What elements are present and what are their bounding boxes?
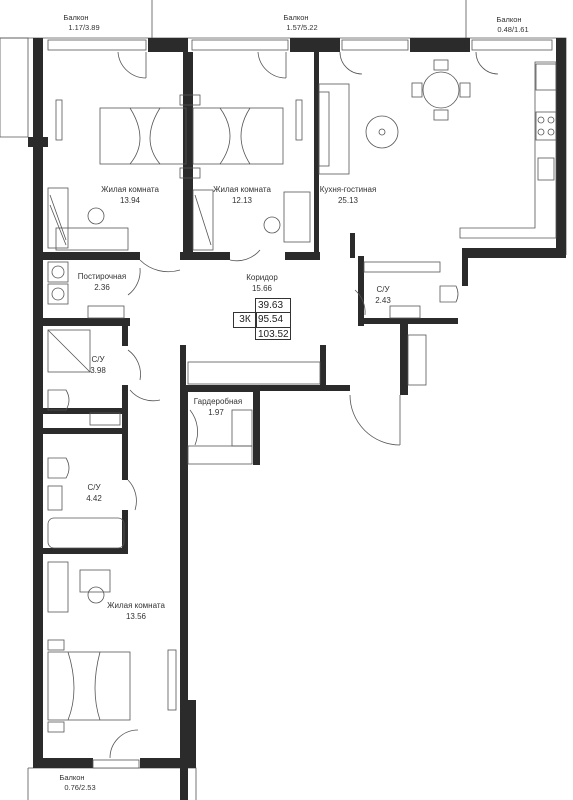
room-name: С/У bbox=[91, 355, 105, 364]
walls bbox=[28, 38, 566, 800]
room-area: 13.56 bbox=[126, 612, 147, 621]
bathtub-icon bbox=[47, 517, 125, 549]
room-labels: Жилая комната 13.94 Жилая комната 12.13 … bbox=[78, 185, 392, 621]
dryer-icon bbox=[51, 287, 65, 301]
rooms-count: 3К bbox=[233, 312, 257, 328]
balcony-name: Балкон bbox=[283, 13, 308, 22]
stove-icon bbox=[535, 111, 557, 141]
balcony-labels: Балкон 1.17/3.89 Балкон 1.57/5.22 Балкон… bbox=[59, 13, 528, 792]
room-name: С/У bbox=[87, 483, 101, 492]
balcony-name: Балкон bbox=[63, 13, 88, 22]
washer-icon bbox=[51, 265, 65, 279]
living-area-value: 39.63 bbox=[256, 299, 290, 314]
room-name: Жилая комната bbox=[107, 601, 165, 610]
total-area-value: 95.54 bbox=[256, 313, 290, 328]
room-area: 13.94 bbox=[120, 196, 141, 205]
room-name: Постирочная bbox=[78, 272, 126, 281]
furniture bbox=[47, 59, 557, 733]
room-name: С/У bbox=[376, 285, 390, 294]
dining-table-icon bbox=[422, 71, 460, 109]
chair-icon bbox=[87, 586, 105, 604]
room-name: Коридор bbox=[246, 273, 278, 282]
room-name: Жилая комната bbox=[101, 185, 159, 194]
balcony-area: 1.57/5.22 bbox=[286, 23, 317, 32]
sofa-icon bbox=[318, 83, 350, 175]
room-area: 12.13 bbox=[232, 196, 253, 205]
room-area: 15.66 bbox=[252, 284, 273, 293]
chair-icon bbox=[87, 207, 105, 225]
balcony-area: 0.76/2.53 bbox=[64, 783, 95, 792]
full-area-value: 103.52 bbox=[258, 328, 289, 340]
area-summary: 3К 39.63 95.54 103.52 bbox=[233, 298, 291, 340]
bed-icon bbox=[192, 107, 284, 165]
sink-icon bbox=[537, 157, 555, 181]
windows bbox=[47, 39, 553, 769]
room-name: Кухня-гостиная bbox=[320, 185, 377, 194]
bed-icon bbox=[99, 107, 187, 165]
doors bbox=[109, 51, 499, 759]
rug-icon bbox=[365, 115, 399, 149]
room-area: 2.43 bbox=[375, 296, 391, 305]
shower-icon bbox=[47, 329, 91, 373]
chair-icon bbox=[263, 216, 281, 234]
area-values: 39.63 95.54 103.52 bbox=[255, 298, 291, 340]
fridge-icon bbox=[535, 63, 557, 91]
room-area: 1.97 bbox=[208, 408, 224, 417]
room-area: 4.42 bbox=[86, 494, 102, 503]
balcony-area: 1.17/3.89 bbox=[68, 23, 99, 32]
room-name: Гардеробная bbox=[194, 397, 242, 406]
room-name: Жилая комната bbox=[213, 185, 271, 194]
room-area: 25.13 bbox=[338, 196, 359, 205]
room-area: 2.36 bbox=[94, 283, 110, 292]
bed-icon bbox=[47, 651, 131, 721]
room-area: 3.98 bbox=[90, 366, 106, 375]
balcony-name: Балкон bbox=[496, 15, 521, 24]
balcony-name: Балкон bbox=[59, 773, 84, 782]
balcony-area: 0.48/1.61 bbox=[497, 25, 528, 34]
